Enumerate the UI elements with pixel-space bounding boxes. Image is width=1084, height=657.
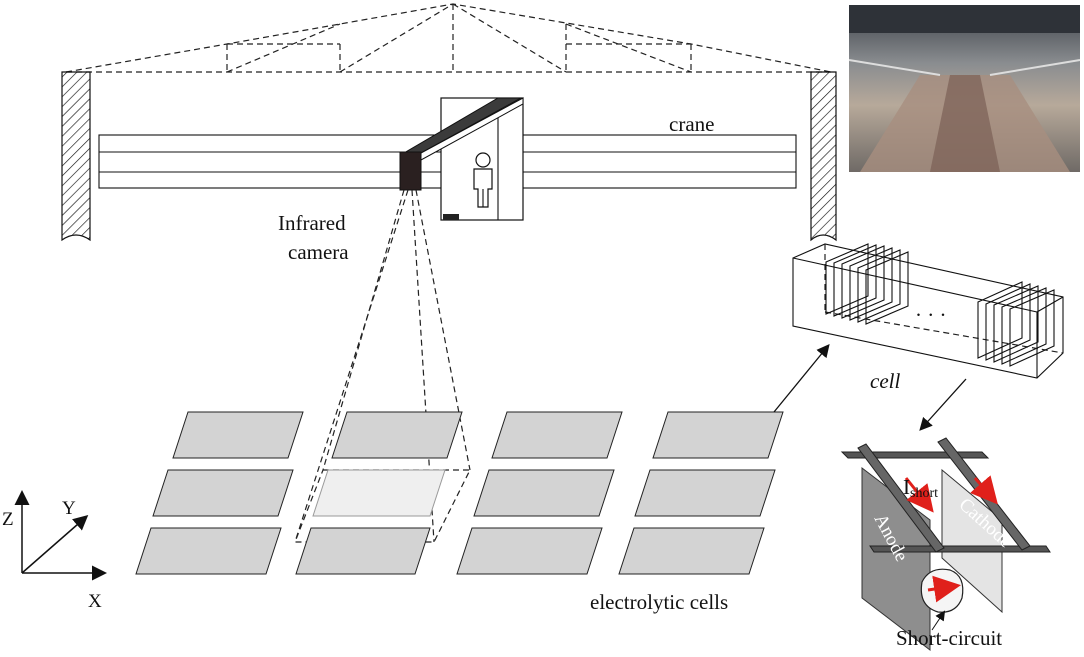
short-circuit-spot [920,568,964,613]
infrared-camera-icon [399,151,422,191]
factory-photo [848,5,1081,172]
right-column [810,71,837,242]
arrow-cell-to-electrodes [919,378,967,431]
i-short-label: Ishort [903,475,938,501]
infrared-camera-label-line2: camera [288,240,349,264]
operator-person-icon [473,152,493,208]
cell-box: · · · [792,243,1064,379]
current-arrow [927,575,961,603]
electrolytic-cell [473,469,615,517]
infrared-camera-label-line1: Infrared [278,211,346,235]
electrolytic-cells-label: electrolytic cells [590,590,728,614]
electrolytic-cell [172,411,304,459]
roof-truss [65,3,832,73]
cell-label: cell [870,369,900,393]
electrolytic-cell [295,527,431,575]
electrolytic-cell-highlighted [312,469,446,517]
electrolytic-cell [456,527,603,575]
electrolytic-cell [331,411,463,459]
operator-cabin [402,97,524,221]
electrolytic-cell [634,469,776,517]
electrolytic-cells-grid [135,411,784,575]
electrolytic-cell [152,469,294,517]
electrolytic-cell [135,527,282,575]
left-column [61,71,91,242]
short-circuit-label: Short-circuit [896,626,1002,650]
axis-z-label: Z [2,509,14,530]
arrow-cells-to-cell [773,343,830,413]
coordinate-axes: Z Y X [2,490,107,612]
electrolytic-cell [491,411,623,459]
axis-y-label: Y [62,498,76,519]
cell-ellipsis: · · · [915,303,946,327]
axis-x-label: X [88,591,102,612]
current-arrow [970,475,998,505]
current-arrow [904,477,934,513]
electrode-detail: Ishort Anode Cathode Short-circuit [840,437,1051,652]
electrolytic-cell [652,411,784,459]
crane-label: crane [669,112,714,136]
electrolytic-cell [618,527,765,575]
